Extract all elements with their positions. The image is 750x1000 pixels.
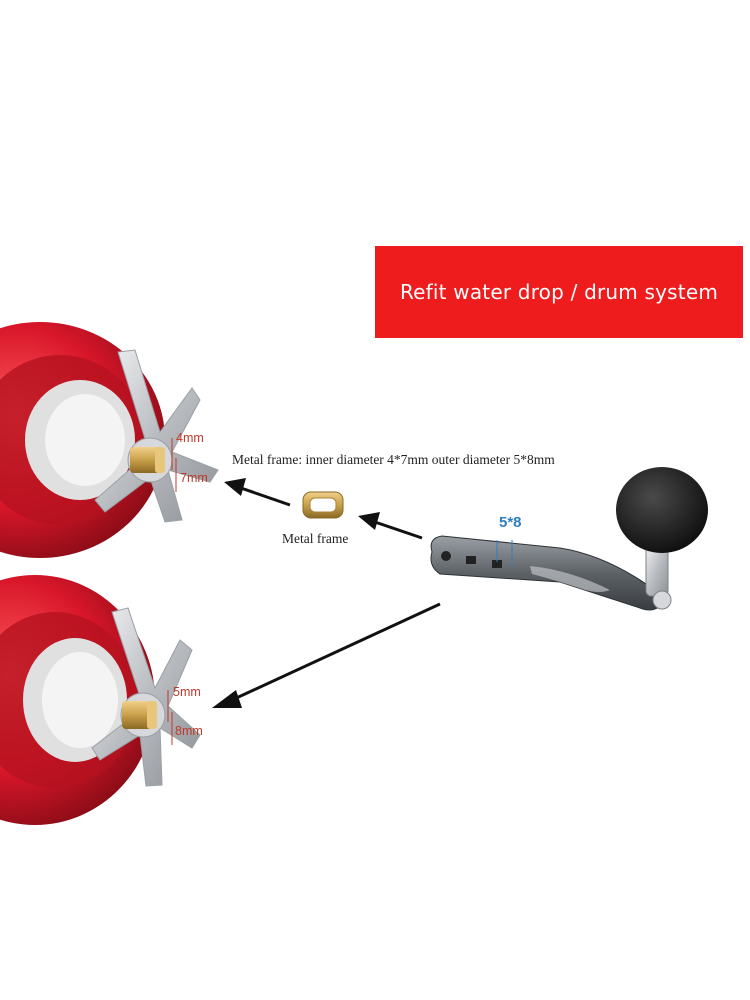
lower-dim-top: 5mm <box>173 685 201 699</box>
handle-size-label: 5*8 <box>499 514 522 531</box>
lower-dim-bottom: 8mm <box>175 724 203 738</box>
arrow-left-icon <box>212 602 441 708</box>
upper-reel-image <box>0 322 219 558</box>
frame-description: Metal frame: inner diameter 4*7mm outer … <box>232 452 555 467</box>
banner-text: Refit water drop / drum system <box>399 280 719 304</box>
reel-handle-image <box>430 467 708 611</box>
upper-dim-top: 4mm <box>176 431 204 445</box>
metal-frame-ring-image <box>302 491 344 519</box>
frame-label: Metal frame <box>282 531 349 546</box>
lower-reel-image <box>0 575 201 825</box>
upper-dim-bottom: 7mm <box>180 471 208 485</box>
arrow-left-icon <box>224 478 291 507</box>
arrow-left-icon <box>358 512 423 540</box>
title-banner: Refit water drop / drum system <box>375 246 743 338</box>
